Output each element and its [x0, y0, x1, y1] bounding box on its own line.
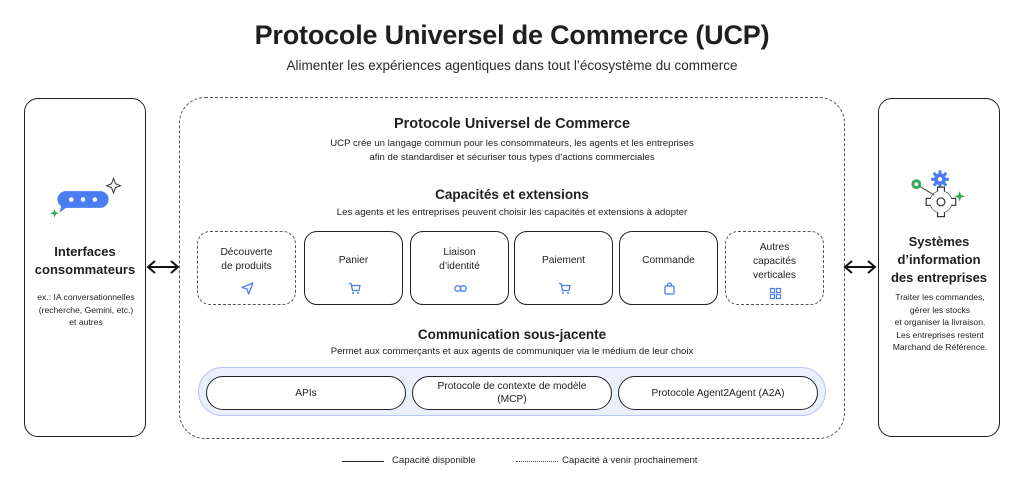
consumer-interfaces-panel: Interfaces consommateurs ex.: IA convers… — [24, 98, 146, 437]
capability-identity-linking: Liaison d’identité — [410, 231, 509, 305]
legend-coming-line — [516, 461, 558, 462]
gears-icon — [911, 170, 965, 218]
business-systems-panel: Systèmes d’information des entreprises T… — [878, 98, 1000, 437]
business-systems-description: Traiter les commandes, gérer les stocks … — [892, 292, 988, 352]
capability-payment: Paiement — [514, 231, 613, 305]
communication-mcp: Protocole de contexte de modèle (MCP) — [412, 376, 612, 410]
link-icon — [454, 285, 467, 292]
protocol-description: UCP crée un langage commun pour les cons… — [330, 138, 694, 163]
protocol-title: Protocole Universel de Commerce — [393, 116, 631, 132]
chat-bubble-sparkle-icon — [50, 176, 122, 218]
cart-icon — [559, 282, 571, 294]
communication-title: Communication sous-jacente — [417, 327, 607, 342]
shopping-bag-icon — [664, 282, 675, 295]
bidirectional-arrow-right — [843, 260, 877, 274]
legend-available-line — [342, 461, 384, 462]
capabilities-title: Capacités et extensions — [435, 187, 589, 202]
communication-a2a: Protocole Agent2Agent (A2A) — [618, 376, 818, 410]
business-systems-title: Systèmes d’information des entreprises — [890, 234, 988, 285]
capability-cart: Panier — [304, 231, 403, 305]
communication-description: Permet aux commerçants et aux agents de … — [330, 346, 694, 357]
legend-coming-label: Capacité à venir prochainement — [562, 455, 698, 466]
capability-order: Commande — [619, 231, 718, 305]
diagram-subtitle: Alimenter les expériences agentiques dan… — [286, 58, 738, 73]
diagram-title: Protocole Universel de Commerce (UCP) — [254, 20, 770, 50]
capability-product-discovery: Découverte de produits — [197, 231, 296, 305]
capability-other-verticals: Autres capacités verticales — [725, 231, 824, 305]
legend-available-label: Capacité disponible — [392, 455, 476, 466]
bidirectional-arrow-left — [146, 260, 180, 274]
consumer-interfaces-title: Interfaces consommateurs — [34, 244, 136, 277]
capabilities-description: Les agents et les entreprises peuvent ch… — [336, 207, 688, 218]
navigation-arrow-icon — [241, 282, 254, 295]
cart-icon — [349, 282, 361, 294]
communication-apis: APIs — [206, 376, 406, 410]
grid-icon — [769, 287, 782, 300]
consumer-interfaces-description: ex.: IA conversationnelles (recherche, G… — [37, 292, 135, 327]
ucp-container — [179, 97, 845, 439]
